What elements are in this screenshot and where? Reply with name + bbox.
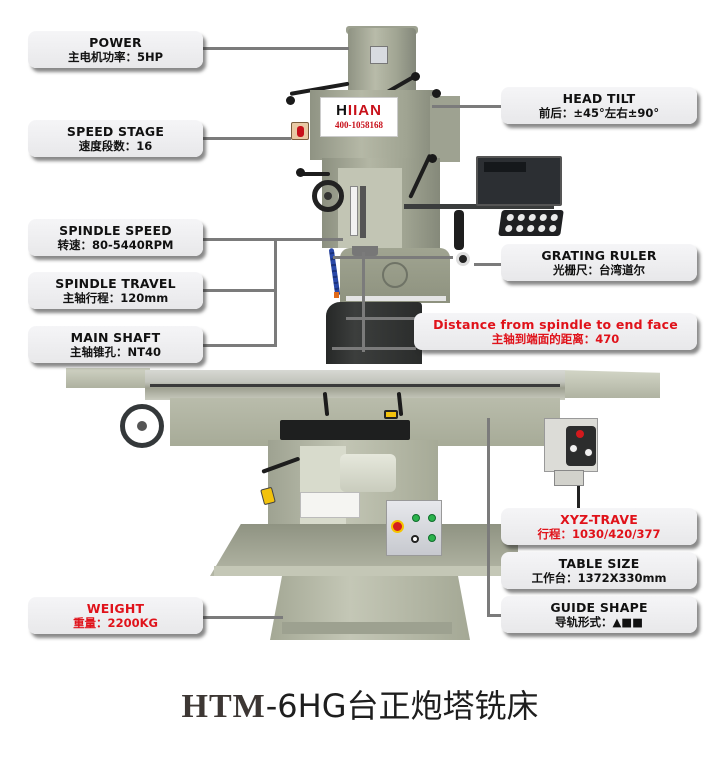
feed-cable <box>577 486 580 516</box>
dro-cable-clamp <box>454 210 464 250</box>
ram-emblem <box>382 262 408 288</box>
callout-value: 主轴锥孔：NT40 <box>70 345 161 359</box>
depth-scale <box>350 186 358 236</box>
table-left-end <box>66 368 150 388</box>
callout-value: 转速：80-5440RPM <box>57 238 174 252</box>
lever-knob <box>286 96 295 105</box>
limit-switch <box>384 410 398 419</box>
connector-spindle-speed <box>203 238 343 241</box>
connector-spindle-axis <box>362 252 365 352</box>
callout-title: WEIGHT <box>86 601 145 616</box>
warning-label <box>300 492 360 518</box>
brand-logo: HIIAN <box>336 102 382 119</box>
column-cover <box>326 302 422 364</box>
connector-spindle-bottom <box>332 347 416 350</box>
brand-phone: 400-1058168 <box>335 120 383 130</box>
fine-feed-handwheel <box>312 180 344 212</box>
connector-head-tilt <box>432 105 502 108</box>
quill-front <box>338 168 402 248</box>
dro-screen <box>484 162 526 172</box>
feed-stop-button <box>576 430 584 438</box>
power-switch <box>291 122 309 140</box>
motor-nameplate <box>370 46 388 64</box>
spindle-nose <box>352 246 378 256</box>
connector-spindle-mid <box>346 317 416 320</box>
connector-spindle-travel <box>203 289 276 292</box>
callout-value: 速度段数：16 <box>78 139 153 153</box>
callout-spindle-travel: SPINDLE TRAVEL 主轴行程：120mm <box>28 272 203 309</box>
callout-value: 重量：2200KG <box>73 616 158 630</box>
product-model-name: -6HG台正炮塔铣床 <box>265 687 539 725</box>
feed-motor <box>340 454 396 492</box>
chip-pan-rim <box>214 566 514 576</box>
base-foot <box>282 622 452 634</box>
dro-keypad <box>498 210 564 236</box>
callout-value: 光栅尺：台湾道尔 <box>553 263 645 277</box>
connector-power <box>203 47 349 50</box>
callout-weight: WEIGHT 重量：2200KG <box>28 597 203 634</box>
feed-dial <box>569 444 578 453</box>
callout-title: GUIDE SHAPE <box>550 600 648 615</box>
connector-main-shaft <box>203 344 276 347</box>
connector-guide-shape <box>487 614 503 617</box>
callout-title: MAIN SHAFT <box>70 330 161 345</box>
lever-knob <box>296 168 305 177</box>
lever-knob <box>432 89 441 98</box>
callout-grating-ruler: GRATING RULER 光栅尺：台湾道尔 <box>501 244 697 281</box>
callout-title: SPINDLE SPEED <box>59 223 172 238</box>
feed-lever <box>300 172 330 176</box>
callout-value: 主轴行程：120mm <box>62 291 169 305</box>
callout-head-tilt: HEAD TILT 前后：±45°左右±90° <box>501 87 697 124</box>
start-button <box>428 534 436 542</box>
callout-title: XYZ-TRAVE <box>560 512 638 527</box>
power-feed-cover <box>280 420 410 440</box>
callout-title: TABLE SIZE <box>558 556 640 571</box>
product-model-prefix: HTM <box>181 688 266 725</box>
feed-dial <box>584 448 593 457</box>
start-button <box>412 514 420 522</box>
selector-knob <box>411 535 419 543</box>
table-t-slot <box>150 384 560 387</box>
callout-title: Distance from spindle to end face <box>433 317 678 332</box>
callout-title: POWER <box>89 35 142 50</box>
callout-value: 前后：±45°左右±90° <box>538 106 660 120</box>
callout-table-size: TABLE SIZE 工作台：1372X330mm <box>501 552 697 589</box>
callout-value: 行程：1030/420/377 <box>537 527 661 541</box>
callout-value: 导轨形式：▲■■ <box>554 615 644 629</box>
callout-spindle-distance: Distance from spindle to end face 主轴到端面的… <box>414 313 697 350</box>
callout-value: 主电机功率：5HP <box>67 50 164 64</box>
callout-title: GRATING RULER <box>541 248 657 263</box>
connector-guide-bracket <box>487 418 490 616</box>
callout-title: HEAD TILT <box>562 91 636 106</box>
callout-guide-shape: GUIDE SHAPE 导轨形式：▲■■ <box>501 596 697 633</box>
connector-grating-ruler <box>474 263 502 266</box>
ram-plate <box>346 296 446 301</box>
product-title: HTM-6HG台正炮塔铣床 <box>0 681 720 727</box>
callout-title: SPEED STAGE <box>66 124 165 139</box>
callout-title: SPINDLE TRAVEL <box>55 276 176 291</box>
emergency-stop-button <box>391 520 404 533</box>
callout-spindle-speed: SPINDLE SPEED 转速：80-5440RPM <box>28 219 203 256</box>
table-right-end <box>560 370 660 398</box>
connector-spindle-top <box>333 256 453 259</box>
lever-knob <box>411 72 420 81</box>
depth-stop-rod <box>360 186 366 238</box>
dro-arm <box>404 204 554 209</box>
callout-speed-stage: SPEED STAGE 速度段数：16 <box>28 120 203 157</box>
callout-value: 工作台：1372X330mm <box>531 571 667 585</box>
connector-weight <box>203 616 283 619</box>
connector-speed-stage <box>203 137 291 140</box>
coolant-nozzle <box>334 292 339 298</box>
callout-xyz-travel: XYZ-TRAVE 行程：1030/420/377 <box>501 508 697 545</box>
brand-plate: HIIAN 400-1058168 <box>320 97 398 137</box>
start-button <box>428 514 436 522</box>
feed-junction-box <box>554 470 584 486</box>
work-lamp <box>456 252 470 266</box>
lever-knob <box>428 154 437 163</box>
x-axis-handwheel <box>120 404 164 448</box>
callout-main-shaft: MAIN SHAFT 主轴锥孔：NT40 <box>28 326 203 363</box>
connector-bracket <box>274 238 277 347</box>
callout-power: POWER 主电机功率：5HP <box>28 31 203 68</box>
callout-value: 主轴到端面的距离：470 <box>491 332 620 346</box>
